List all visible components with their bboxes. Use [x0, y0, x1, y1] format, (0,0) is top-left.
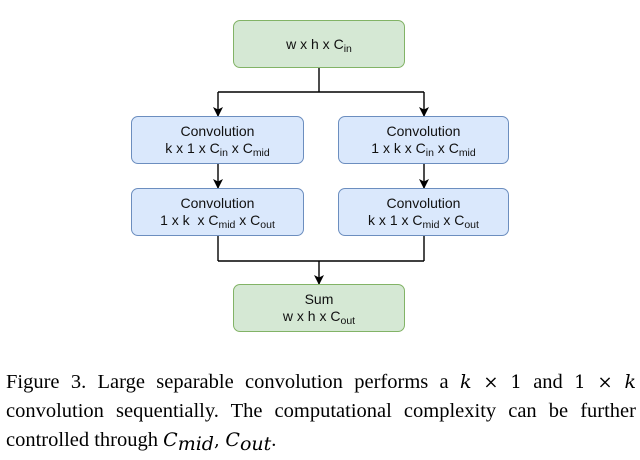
sum-node-shape: w x h x Cout [282, 308, 356, 327]
conv-left-bottom: Convolution 1 x k x Cmid x Cout [131, 188, 304, 236]
conv-right-top: Convolution 1 x k x Cin x Cmid [338, 116, 509, 164]
input-node-label: w x h x Cin [286, 35, 352, 55]
conv-left-top: Convolution k x 1 x Cin x Cmid [131, 116, 304, 164]
conv-right-bottom: Convolution k x 1 x Cmid x Cout [338, 188, 509, 236]
conv-right-top-shape: 1 x k x Cin x Cmid [371, 140, 476, 159]
conv-left-top-title: Convolution [180, 123, 255, 139]
conv-left-top-shape: k x 1 x Cin x Cmid [165, 140, 270, 159]
sum-node: Sum w x h x Cout [233, 284, 405, 332]
input-node: w x h x Cin [233, 20, 405, 68]
diagram: w x h x Cin Convolution k x 1 x Cin x Cm… [131, 20, 509, 332]
conv-right-bottom-shape: k x 1 x Cmid x Cout [368, 212, 479, 231]
sum-node-title: Sum [304, 291, 334, 307]
figure-caption: Figure 3. Large separable convolution pe… [6, 371, 636, 455]
conv-left-bottom-shape: 1 x k x Cmid x Cout [160, 212, 275, 231]
conv-left-bottom-title: Convolution [180, 195, 255, 211]
conv-right-top-title: Convolution [386, 123, 461, 139]
conv-right-bottom-title: Convolution [386, 195, 461, 211]
connector-lines [213, 68, 429, 285]
